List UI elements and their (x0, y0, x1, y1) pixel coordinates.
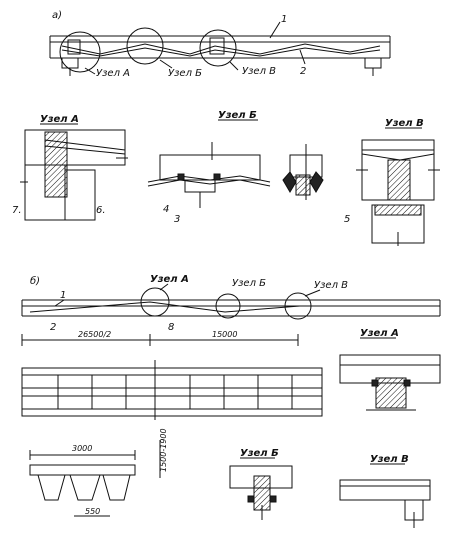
num-3: 3 (174, 214, 180, 225)
node-b-label-top: Узел Б (168, 68, 202, 79)
num-5: 5 (344, 214, 350, 225)
detail-b-node-b-title: Узел Б (240, 448, 279, 459)
num-7: 7. (12, 205, 22, 216)
figure-b-beam-elevation: б) Узел А Узел Б Узел В 1 2 8 26500/2 15… (21, 274, 441, 346)
dim-1500-1900: 1500-1900 (159, 428, 168, 472)
dim-15000: 15000 (212, 330, 237, 339)
detail-node-b-title: Узел Б (218, 110, 257, 121)
b-callout-1: 1 (60, 290, 66, 301)
detail-b-node-v-title: Узел В (370, 454, 409, 465)
detail-node-a: Узел А 7. 6. (12, 114, 128, 221)
b-node-a-circle (140, 287, 170, 317)
b-node-v-label: Узел В (314, 280, 348, 291)
detail-node-b: Узел Б 4 3 (147, 110, 324, 225)
callout-1: 1 (281, 14, 287, 25)
detail-node-v: Узел В 5 (344, 118, 440, 246)
num-4: 4 (163, 204, 169, 215)
detail-b-node-a: Узел А (339, 328, 441, 411)
detail-b-node-b: Узел Б (229, 448, 293, 520)
b-callout-8: 8 (168, 322, 174, 333)
b-node-b-label: Узел Б (232, 278, 266, 289)
dim-3000: 3000 (72, 444, 92, 453)
figure-b-label: б) (30, 275, 40, 287)
figure-a-beam-elevation: а) 1 2 Узел А Узел Б Узел В (49, 10, 391, 79)
detail-node-v-title: Узел В (385, 118, 424, 129)
b-node-a-label: Узел А (150, 274, 189, 285)
figure-a-label: а) (52, 10, 62, 21)
node-v-label-top: Узел В (242, 66, 276, 77)
callout-2: 2 (300, 66, 306, 77)
node-v-circle (199, 29, 237, 67)
node-a-label-top: Узел А (96, 68, 130, 79)
b-node-v-circle (284, 292, 312, 320)
b-node-b-circle (215, 293, 241, 319)
detail-node-a-title: Узел А (40, 114, 79, 125)
num-6: 6. (96, 205, 106, 216)
b-callout-2: 2 (50, 322, 56, 333)
detail-b-node-a-title: Узел А (360, 328, 399, 339)
dim-26500: 26500/2 (78, 330, 111, 339)
figure-b-plan (21, 360, 323, 420)
cross-section: 3000 1500-1900 550 (29, 428, 168, 517)
node-b-circle (126, 27, 164, 65)
detail-b-node-v: Узел В (339, 454, 431, 528)
dim-550: 550 (85, 507, 100, 516)
node-a-circle (59, 31, 101, 73)
